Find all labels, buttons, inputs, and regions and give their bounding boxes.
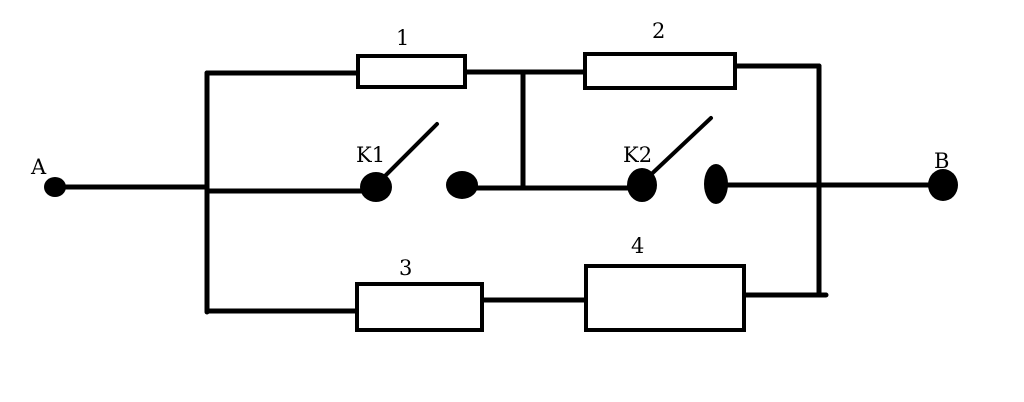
terminal-a-label: A [30,155,47,179]
terminal-a-node [44,177,66,197]
switch-k2-lever [640,116,713,185]
switch-k1-lever [374,122,439,187]
switch-k1-contact [446,171,478,199]
resistor-2-label: 2 [652,19,665,43]
switch-k2-contact [704,164,728,204]
resistor-4 [584,264,746,332]
resistor-2 [583,52,737,90]
terminal-b-node [928,169,958,201]
switch-k2-label: K2 [623,143,652,167]
terminal-b-label: B [934,149,949,173]
resistor-4-label: 4 [631,234,644,258]
switch-k1-label: K1 [356,143,385,167]
resistor-3 [355,282,484,332]
resistor-3-label: 3 [399,256,412,280]
resistor-1 [356,54,467,89]
resistor-1-label: 1 [396,26,409,50]
